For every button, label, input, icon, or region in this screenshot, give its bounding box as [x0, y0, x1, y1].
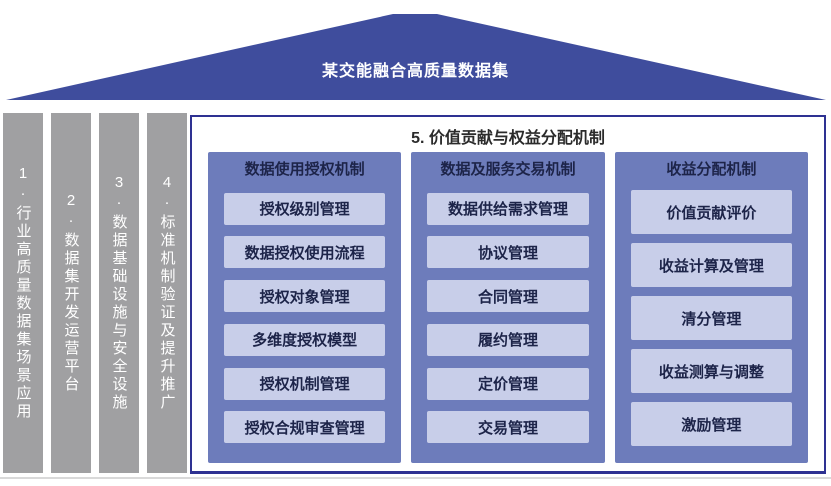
pillar-industry-scenarios: 1·行业高质量数据集场景应用: [3, 113, 43, 473]
column-items: 数据供给需求管理 协议管理 合同管理 履约管理 定价管理 交易管理: [411, 181, 604, 463]
column-items: 授权级别管理 数据授权使用流程 授权对象管理 多维度授权模型 授权机制管理 授权…: [208, 181, 401, 463]
item-box: 交易管理: [427, 411, 589, 444]
pillar-label: 3·数据基础设施与安全设施: [110, 174, 128, 412]
item-box: 激励管理: [630, 402, 792, 446]
pillar-infrastructure-security: 3·数据基础设施与安全设施: [99, 113, 139, 473]
value-contribution-panel: 5. 价值贡献与权益分配机制 数据使用授权机制 授权级别管理 数据授权使用流程 …: [190, 115, 826, 474]
item-box: 数据授权使用流程: [224, 236, 386, 269]
item-box: 履约管理: [427, 323, 589, 356]
item-box: 数据供给需求管理: [427, 192, 589, 225]
column-header: 数据及服务交易机制: [440, 161, 576, 178]
item-box: 价值贡献评价: [630, 190, 792, 234]
item-box: 授权机制管理: [224, 367, 386, 400]
column-header: 收益分配机制: [666, 161, 757, 178]
column-items: 价值贡献评价 收益计算及管理 清分管理 收益测算与调整 激励管理: [615, 181, 808, 463]
item-box: 合同管理: [427, 280, 589, 313]
item-box: 授权对象管理: [224, 280, 386, 313]
mechanism-columns: 数据使用授权机制 授权级别管理 数据授权使用流程 授权对象管理 多维度授权模型 …: [192, 152, 824, 463]
column-data-authorization: 数据使用授权机制 授权级别管理 数据授权使用流程 授权对象管理 多维度授权模型 …: [208, 152, 402, 463]
item-box: 定价管理: [427, 367, 589, 400]
pillar-standards-promotion: 4·标准机制验证及提升推广: [147, 113, 187, 473]
roof-triangle: [6, 14, 826, 100]
item-box: 授权合规审查管理: [224, 411, 386, 444]
pillar-label: 4·标准机制验证及提升推广: [158, 174, 176, 412]
pillar-label: 1·行业高质量数据集场景应用: [14, 165, 32, 421]
item-box: 协议管理: [427, 236, 589, 269]
panel-title: 5. 价值贡献与权益分配机制: [411, 130, 605, 147]
item-box: 收益测算与调整: [630, 349, 792, 393]
column-header: 数据使用授权机制: [244, 161, 365, 178]
ground-line: [0, 477, 831, 479]
roof-title: 某交能融合高质量数据集: [321, 63, 509, 80]
item-box: 授权级别管理: [224, 192, 386, 225]
pillar-dev-ops-platform: 2·数据集开发运营平台: [51, 113, 91, 473]
item-box: 多维度授权模型: [224, 323, 386, 356]
pillar-label: 2·数据集开发运营平台: [62, 192, 80, 394]
column-data-service-trading: 数据及服务交易机制 数据供给需求管理 协议管理 合同管理 履约管理 定价管理 交…: [411, 152, 605, 463]
item-box: 清分管理: [630, 296, 792, 340]
item-box: 收益计算及管理: [630, 243, 792, 287]
column-revenue-distribution: 收益分配机制 价值贡献评价 收益计算及管理 清分管理 收益测算与调整 激励管理: [614, 152, 808, 463]
